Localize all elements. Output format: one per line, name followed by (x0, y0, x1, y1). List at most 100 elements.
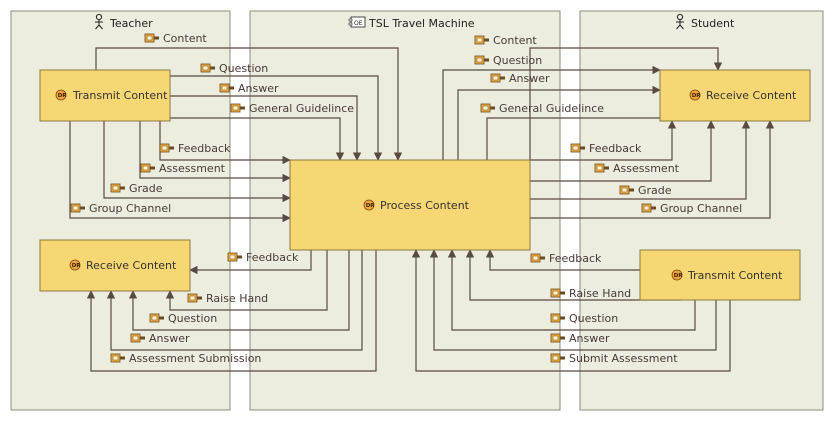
svg-text:DR: DR (58, 93, 68, 99)
svg-text:DR: DR (674, 273, 684, 279)
flow-s2p-raise (465, 249, 681, 301)
box-teacher-receive[interactable]: DR Receive Content (39, 239, 191, 292)
flow-p2s-grade (530, 120, 751, 200)
flow-t2p-answer (170, 95, 362, 161)
flow-t2p-assessment (139, 121, 291, 183)
flow-p2t-question (128, 250, 350, 331)
svg-text:Answer: Answer (238, 82, 279, 95)
lane-title-machine: TSL Travel Machine (368, 17, 475, 30)
flow-label-s2p-answer: Answer (550, 332, 610, 345)
svg-text:Content: Content (493, 34, 537, 47)
svg-text:Raise Hand: Raise Hand (569, 287, 631, 300)
box-label: Transmit Content (72, 89, 168, 102)
actor-icon (676, 13, 684, 30)
flow-t2p-content (95, 47, 403, 161)
svg-text:DR: DR (692, 93, 702, 99)
flow-labels: Content Question Answer General Guidelin… (70, 32, 742, 365)
svg-text:Raise Hand: Raise Hand (206, 292, 268, 305)
flow-p2s-answer (457, 85, 661, 160)
svg-text:Feedback: Feedback (178, 142, 231, 155)
flow-label-p2s-answer: Answer (490, 72, 550, 85)
flow-label-s2p-question: Question (550, 312, 618, 325)
svg-text:Group Channel: Group Channel (89, 202, 171, 215)
activity-badge-icon: DR (363, 199, 376, 211)
svg-text:Feedback: Feedback (589, 142, 642, 155)
flow-p2s-assessment (530, 120, 716, 182)
box-student-receive[interactable]: DR Receive Content (659, 69, 811, 122)
svg-text:General Guidelince: General Guidelince (249, 102, 354, 115)
flow-s2p-submit (411, 249, 731, 372)
box-student-transmit[interactable]: DR Transmit Content (639, 249, 801, 301)
flow-t2p-guidelines (170, 117, 345, 161)
box-label: Process Content (380, 199, 470, 212)
svg-text:Answer: Answer (149, 332, 190, 345)
flow-p2t-raise (165, 250, 328, 311)
flow-label-t2p-assessment: Assessment (140, 162, 226, 175)
svg-text:DR: DR (366, 203, 376, 209)
flow-label-t2p-guidelines: General Guidelince (230, 102, 354, 115)
lane-title-teacher: Teacher (109, 17, 153, 30)
svg-text:Question: Question (219, 62, 268, 75)
svg-text:Group Channel: Group Channel (660, 202, 742, 215)
flow-p2s-group (530, 120, 775, 219)
flow-p2t-submission (86, 250, 377, 372)
box-label: Transmit Content (687, 269, 783, 282)
flow-label-s2p-raise: Raise Hand (550, 287, 631, 300)
box-teacher-transmit[interactable]: DR Transmit Content (39, 69, 171, 122)
box-label: Receive Content (706, 89, 797, 102)
activity-badge-icon: DR (689, 89, 702, 101)
flow-t2p-question (170, 75, 383, 161)
flow-p2s-content (529, 47, 723, 160)
flow-s2p-question (447, 249, 696, 331)
flow-t2p-grade (103, 121, 291, 203)
svg-text:Content: Content (163, 32, 207, 45)
flow-label-p2t-question: Question (149, 312, 217, 325)
svg-text:Submit Assessment: Submit Assessment (569, 352, 678, 365)
svg-text:Assessment: Assessment (613, 162, 680, 175)
flow-lines (69, 47, 775, 372)
flow-p2t-answer (106, 250, 363, 351)
svg-text:Assessment: Assessment (159, 162, 226, 175)
box-process[interactable]: DR Process Content (289, 159, 531, 251)
machine-icon-text: OE (354, 20, 363, 27)
svg-text:Assessment Submission: Assessment Submission (129, 352, 261, 365)
flow-label-t2p-content: Content (144, 32, 207, 45)
flow-label-p2s-assessment: Assessment (594, 162, 680, 175)
flow-p2s-question (442, 65, 661, 160)
svg-text:Grade: Grade (638, 184, 672, 197)
flow-p2t-feedback (189, 250, 312, 275)
flow-label-p2t-raise: Raise Hand (187, 292, 268, 305)
flow-label-t2p-group: Group Channel (70, 202, 171, 215)
flow-label-t2p-grade: Grade (110, 182, 163, 195)
flow-label-p2s-question: Question (474, 54, 542, 67)
svg-text:Feedback: Feedback (549, 252, 602, 265)
flow-label-t2p-feedback: Feedback (159, 142, 231, 155)
svg-text:Question: Question (493, 54, 542, 67)
flow-label-t2p-question: Question (200, 62, 268, 75)
actor-icon (95, 13, 103, 30)
svg-text:Grade: Grade (129, 182, 163, 195)
activity-badge-icon: DR (55, 89, 68, 101)
flow-t2p-feedback (159, 121, 291, 165)
flow-label-p2s-feedback: Feedback (570, 142, 642, 155)
flow-p2s-feedback (530, 120, 677, 161)
flow-s2p-answer (429, 249, 717, 351)
activity-badge-icon: DR (671, 269, 684, 281)
svg-text:Answer: Answer (569, 332, 610, 345)
flow-label-s2p-submit: Submit Assessment (550, 352, 678, 365)
flow-label-p2s-group: Group Channel (641, 202, 742, 215)
svg-text:Answer: Answer (509, 72, 550, 85)
lane-title-student: Student (691, 17, 735, 30)
flow-label-p2s-grade: Grade (619, 184, 672, 197)
activity-badge-icon: DR (69, 259, 81, 271)
flow-label-s2p-feedback: Feedback (530, 252, 602, 265)
svg-text:Question: Question (569, 312, 618, 325)
flow-t2p-group (69, 121, 291, 223)
svg-text:Feedback: Feedback (246, 251, 299, 264)
svg-text:Question: Question (168, 312, 217, 325)
svg-text:General Guidelince: General Guidelince (499, 102, 604, 115)
flow-s2p-feedback (485, 249, 640, 271)
flow-label-p2t-answer: Answer (130, 332, 190, 345)
flow-label-p2t-submission: Assessment Submission (110, 352, 261, 365)
